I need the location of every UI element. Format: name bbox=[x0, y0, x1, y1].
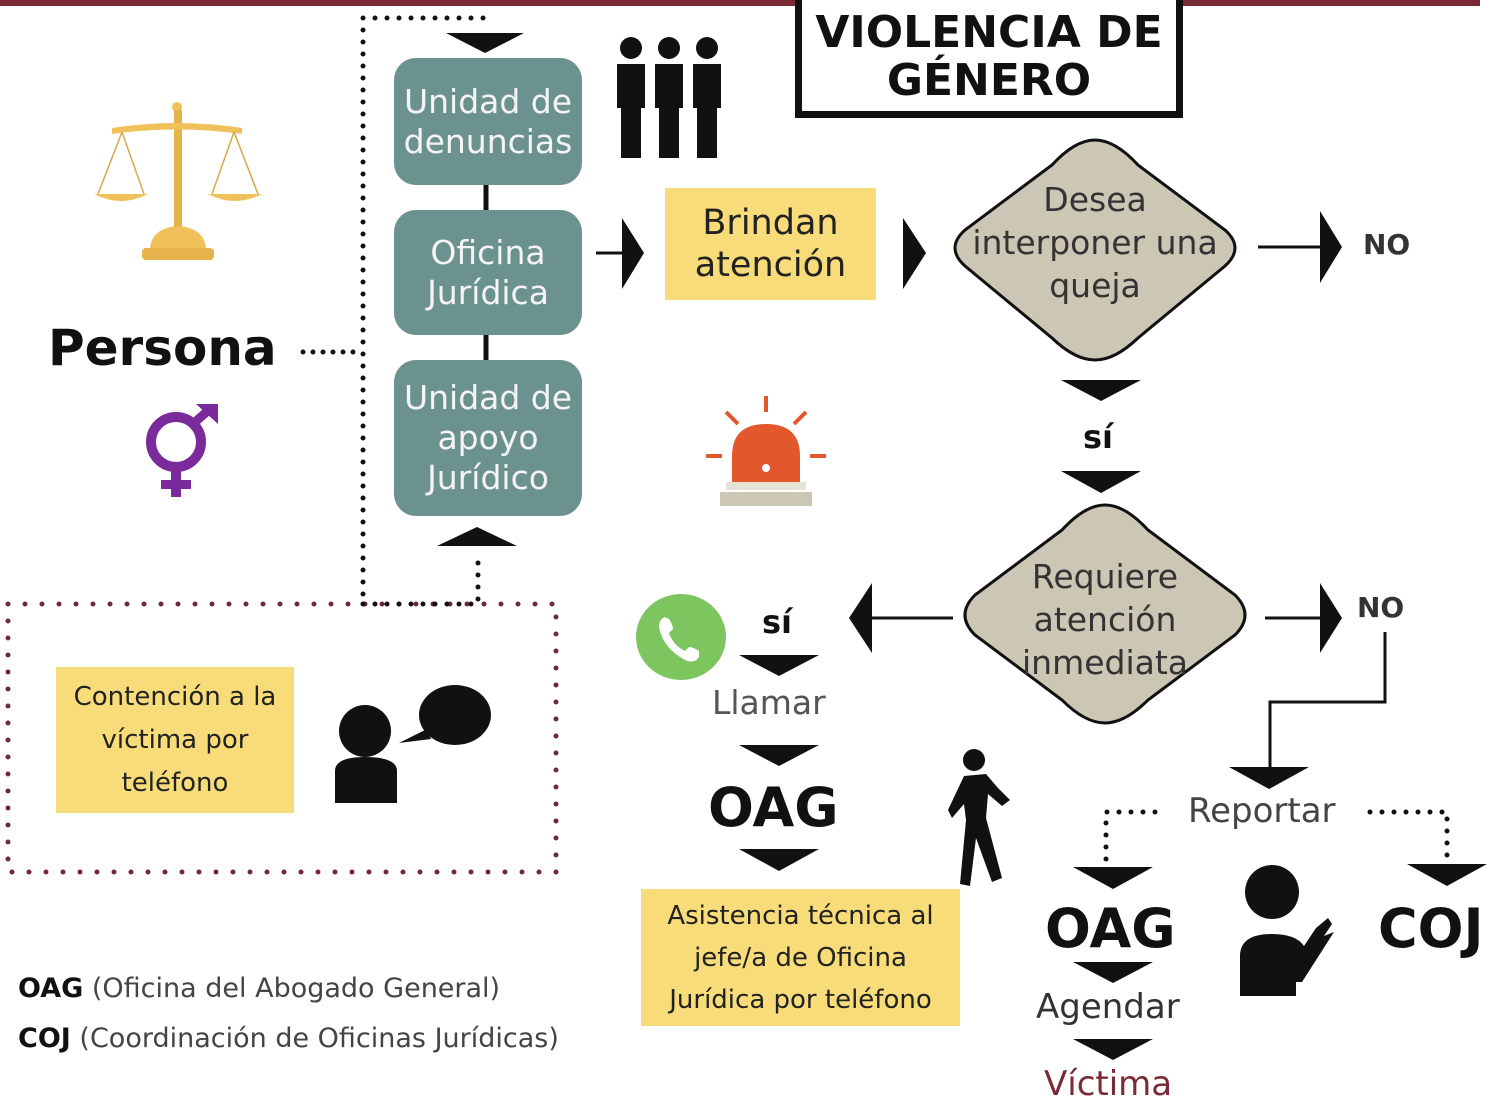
speaking-person-icon bbox=[335, 685, 491, 803]
arrow-down-top bbox=[446, 33, 524, 53]
victima-label: Víctima bbox=[1044, 1064, 1173, 1104]
arrow-up-bottom bbox=[437, 527, 517, 546]
diagram-title: VIOLENCIA DE GÉNERO bbox=[795, 0, 1183, 118]
arrow-down-si1-a bbox=[1061, 380, 1141, 401]
asistencia-box: Asistencia técnica al jefe/a de Oficina … bbox=[641, 889, 960, 1026]
coj-label: COJ bbox=[1378, 897, 1484, 960]
arrow-down-si1-b bbox=[1061, 471, 1141, 493]
walking-person-icon bbox=[948, 749, 1010, 886]
arrow-right-brindan bbox=[622, 218, 644, 289]
decision2-text: Requiere atención inmediata bbox=[1021, 557, 1189, 682]
arrow-left-si2 bbox=[849, 583, 872, 653]
dotted-path-left bbox=[360, 15, 491, 607]
si2-label: sí bbox=[762, 603, 793, 641]
arrow-down-reportar bbox=[1229, 767, 1309, 789]
decision1-text: Desea interponer una queja bbox=[972, 180, 1218, 305]
gender-symbol-icon bbox=[146, 404, 218, 497]
writing-person-icon bbox=[1240, 865, 1334, 996]
decision2-diamond bbox=[963, 503, 1247, 725]
brindan-atencion-box: Brindan atención bbox=[665, 188, 876, 300]
agendar-label: Agendar bbox=[1036, 987, 1180, 1027]
decision1-diamond bbox=[953, 138, 1237, 362]
no2-label: NO bbox=[1357, 591, 1405, 624]
alarm-icon bbox=[706, 396, 826, 506]
phone-icon bbox=[636, 594, 726, 680]
arrow-down-coj bbox=[1407, 864, 1487, 886]
unit-apoyo-juridico-box: Unidad de apoyo Jurídico bbox=[394, 360, 582, 516]
arrow-down-asistencia bbox=[739, 849, 819, 871]
legend-coj: COJ (Coordinación de Oficinas Jurídicas) bbox=[18, 1023, 559, 1054]
arrow-down-oag-right bbox=[1073, 867, 1153, 889]
contencion-box: Contención a la víctima por teléfono bbox=[56, 667, 294, 813]
arrow-right-no1 bbox=[1320, 211, 1342, 283]
legend-oag: OAG (Oficina del Abogado General) bbox=[18, 973, 501, 1004]
si1-label: sí bbox=[1083, 418, 1114, 456]
no1-label: NO bbox=[1363, 228, 1411, 261]
arrow-down-victima bbox=[1073, 1039, 1153, 1060]
top-bar bbox=[0, 0, 1480, 6]
scales-icon bbox=[94, 102, 262, 260]
persona-label: Persona bbox=[48, 319, 277, 377]
arrow-down-agendar bbox=[1073, 962, 1153, 983]
unit-denuncias-box: Unidad de denuncias bbox=[394, 58, 582, 185]
people-icon bbox=[617, 37, 721, 158]
reportar-label: Reportar bbox=[1188, 791, 1336, 831]
arrow-down-llamar bbox=[739, 655, 819, 676]
arrow-right-no2 bbox=[1320, 583, 1342, 653]
contencion-dotted-border bbox=[5, 601, 559, 875]
dotted-path-bottom bbox=[360, 557, 481, 607]
llamar-label: Llamar bbox=[712, 683, 826, 722]
oag-left-label: OAG bbox=[708, 776, 839, 839]
oag-right-label: OAG bbox=[1045, 897, 1176, 960]
arrow-down-oag-left bbox=[739, 745, 819, 766]
arrow-right-diamond1 bbox=[903, 218, 926, 289]
unit-oficina-juridica-box: Oficina Jurídica bbox=[394, 210, 582, 335]
